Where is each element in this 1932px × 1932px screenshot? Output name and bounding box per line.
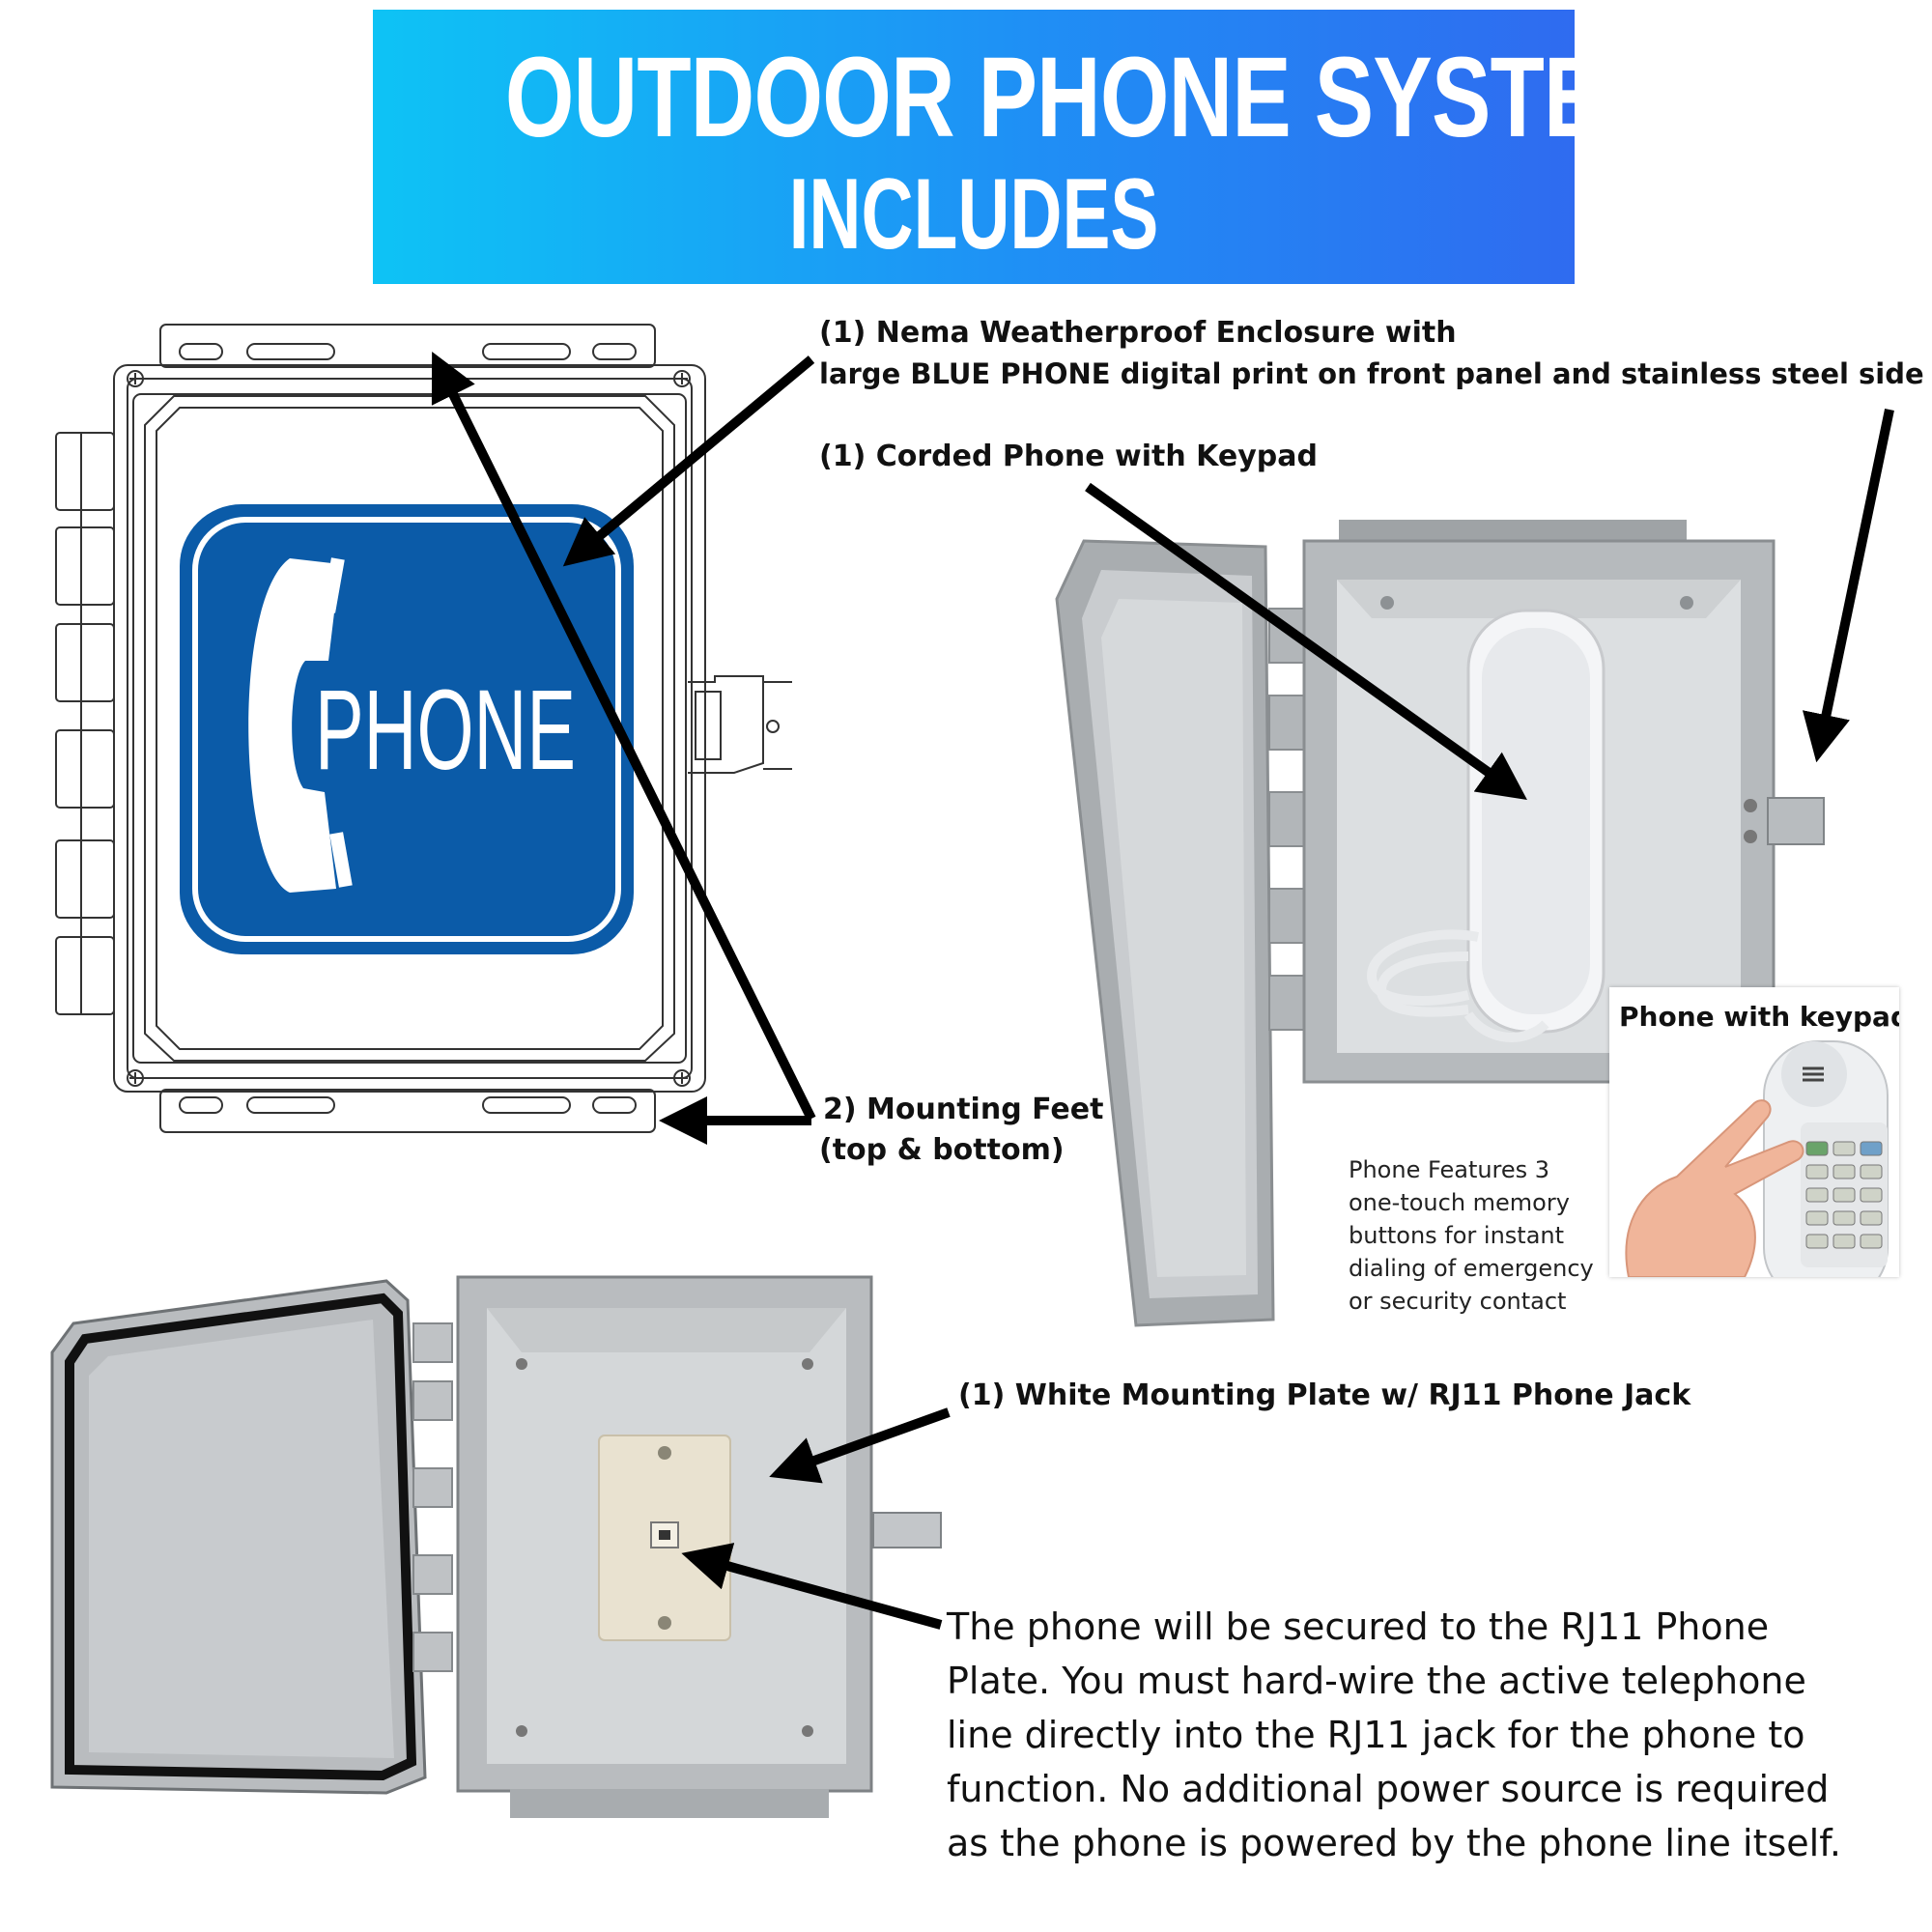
label-enclosure-line1: (1) Nema Weatherproof Enclosure with [819,316,1457,350]
keypad-inset: Phone with keypad [1609,987,1899,1277]
instructions-line: as the phone is powered by the phone lin… [947,1822,1841,1864]
features-note-line: dialing of emergency [1349,1255,1594,1282]
sign-text: PHONE [315,667,576,794]
hand-icon [1625,1099,1804,1277]
label-mounting-feet-line1: 2) Mounting Feet [823,1093,1104,1126]
features-note-line: Phone Features 3 [1349,1156,1550,1183]
instructions-paragraph: The phone will be secured to the RJ11 Ph… [947,1600,1913,1870]
keypad-illustration [1625,1040,1889,1277]
label-enclosure-line2: large BLUE PHONE digital print on front … [819,357,1932,390]
instructions-line: The phone will be secured to the RJ11 Ph… [947,1605,1770,1648]
features-note-line: or security contact [1349,1288,1567,1315]
label-mounting-plate: (1) White Mounting Plate w/ RJ11 Phone J… [958,1378,1691,1412]
features-note: Phone Features 3 one-touch memory button… [1349,1153,1609,1318]
arrow-rj11-jack [681,1543,943,1630]
banner-subtitle: INCLUDES [788,158,1159,270]
title-banner: OUTDOOR PHONE SYSTEM INCLUDES [373,10,1676,284]
instructions-line: Plate. You must hard-wire the active tel… [947,1660,1806,1702]
arrow-mounting-plate [769,1407,951,1484]
arrow-top-foot [431,351,816,1122]
handset-icon [248,557,353,893]
inset-title: Phone with keypad [1619,1001,1899,1033]
arrow-corded-phone [1085,482,1527,801]
features-note-line: buttons for instant [1349,1222,1565,1249]
instructions-line: line directly into the RJ11 jack for the… [947,1714,1805,1756]
label-corded-phone: (1) Corded Phone with Keypad [819,440,1318,473]
menu-icon [1803,1066,1824,1082]
instructions-line: function. No additional power source is … [947,1768,1830,1810]
arrow-enclosure [562,355,815,567]
label-mounting-feet-line2: (top & bottom) [819,1133,1065,1167]
features-note-line: one-touch memory [1349,1189,1570,1216]
arrow-side-latch [1802,408,1894,763]
